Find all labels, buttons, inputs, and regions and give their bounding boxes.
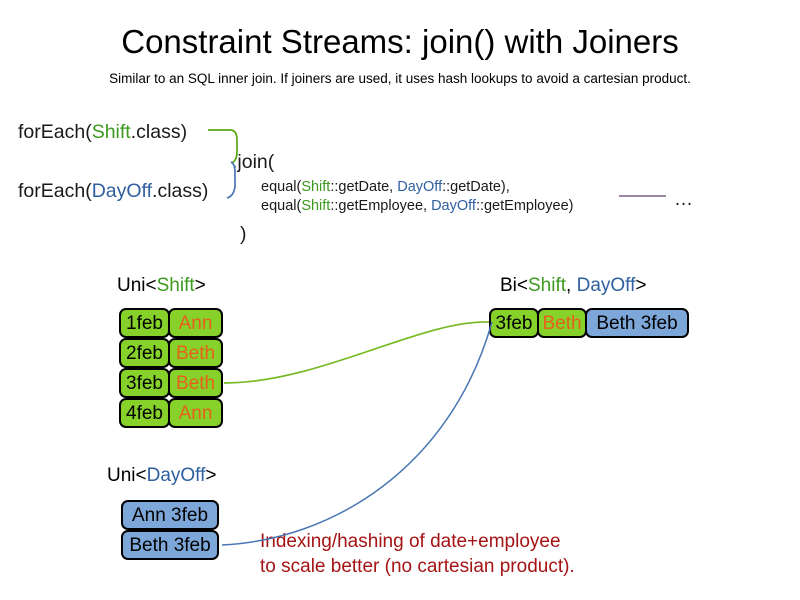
- label-bi-stream: Bi<Shift, DayOff>: [500, 274, 646, 298]
- shift-employee-cell: Ann: [168, 308, 223, 338]
- bi-shift-date-cell: 3feb: [489, 308, 539, 338]
- code-foreach-shift: forEach(Shift.class): [18, 120, 187, 144]
- bi-shift-employee-cell: Beth: [537, 308, 587, 338]
- label-bi-type-dayoff: DayOff: [576, 275, 636, 296]
- annotation-text: Indexing/hashing of date+employee to sca…: [260, 529, 575, 579]
- dayoff-fact-row: Ann 3feb: [121, 500, 219, 530]
- code-foreach-dayoff-prefix: forEach(: [18, 180, 92, 202]
- shift-date-cell: 4feb: [119, 398, 170, 428]
- shift-employee-cell: Beth: [168, 368, 223, 398]
- dayoff-fact-row: Beth 3feb: [121, 530, 219, 560]
- label-bi-separator: ,: [566, 275, 577, 296]
- code-join-arg-employee-right-method: ::getEmployee): [475, 198, 574, 214]
- dayoff-value-cell: Beth 3feb: [121, 530, 219, 560]
- shift-employee-cell: Ann: [168, 398, 223, 428]
- label-uni-dayoff-type: DayOff: [146, 465, 206, 486]
- code-join-arg-employee-left-type: Shift: [301, 198, 331, 214]
- shift-fact-row: 1feb Ann: [119, 308, 223, 338]
- code-foreach-shift-prefix: forEach(: [18, 121, 92, 143]
- code-foreach-dayoff: forEach(DayOff.class): [18, 179, 208, 203]
- shift-date-cell: 1feb: [119, 308, 170, 338]
- dayoff-value-cell: Ann 3feb: [121, 500, 219, 530]
- curve-shift-to-bi: [223, 321, 490, 384]
- label-uni-shift: Uni<Shift>: [117, 274, 206, 298]
- code-join-close: ): [240, 223, 247, 245]
- annotation-line-1: Indexing/hashing of date+employee: [260, 531, 561, 552]
- code-foreach-dayoff-suffix: .class): [152, 180, 209, 202]
- shift-employee-cell: Beth: [168, 338, 223, 368]
- label-uni-shift-type: Shift: [156, 275, 195, 296]
- label-uni-shift-suffix: >: [194, 275, 206, 296]
- code-join-arg-date-right-type: DayOff: [397, 179, 443, 195]
- shift-date-cell: 2feb: [119, 338, 170, 368]
- label-bi-prefix: Bi<: [500, 275, 528, 296]
- code-join-arg-date-prefix: equal(: [261, 179, 302, 195]
- code-foreach-shift-type: Shift: [91, 121, 131, 143]
- page-title: Constraint Streams: join() with Joiners: [121, 23, 679, 60]
- shift-date-cell: 3feb: [119, 368, 170, 398]
- code-foreach-dayoff-type: DayOff: [91, 180, 153, 202]
- curve-dayoff-to-bi: [221, 321, 493, 546]
- code-join-arg-employee-left-method: ::getEmployee,: [330, 198, 432, 214]
- label-uni-dayoff-suffix: >: [205, 465, 217, 486]
- code-join-arg-date-left-type: Shift: [301, 179, 331, 195]
- bi-tuple-row: 3feb Beth Beth 3feb: [489, 308, 689, 338]
- annotation-line-2: to scale better (no cartesian product).: [260, 556, 575, 577]
- label-uni-dayoff: Uni<DayOff>: [107, 464, 217, 488]
- label-bi-type-shift: Shift: [528, 275, 567, 296]
- code-join-open: .join(: [232, 151, 275, 173]
- shift-fact-row: 2feb Beth: [119, 338, 223, 368]
- code-join-arg-employee: equal(Shift::getEmployee, DayOff::getEmp…: [261, 197, 573, 216]
- code-join-arg-employee-right-type: DayOff: [431, 198, 476, 214]
- bi-dayoff-cell: Beth 3feb: [585, 308, 689, 338]
- code-join-arg-date: equal(Shift::getDate, DayOff::getDate),: [261, 178, 510, 197]
- label-uni-shift-prefix: Uni<: [117, 275, 157, 296]
- label-uni-dayoff-prefix: Uni<: [107, 465, 147, 486]
- shift-fact-row: 4feb Ann: [119, 398, 223, 428]
- code-join-arg-date-right-method: ::getDate),: [442, 179, 510, 195]
- label-bi-suffix: >: [635, 275, 647, 296]
- code-join-arg-employee-prefix: equal(: [261, 198, 302, 214]
- continuation-ellipsis: …: [674, 189, 694, 210]
- shift-fact-row: 3feb Beth: [119, 368, 223, 398]
- code-foreach-shift-suffix: .class): [130, 121, 188, 143]
- page-subtitle: Similar to an SQL inner join. If joiners…: [109, 71, 691, 86]
- code-join-arg-date-left-method: ::getDate,: [330, 179, 398, 195]
